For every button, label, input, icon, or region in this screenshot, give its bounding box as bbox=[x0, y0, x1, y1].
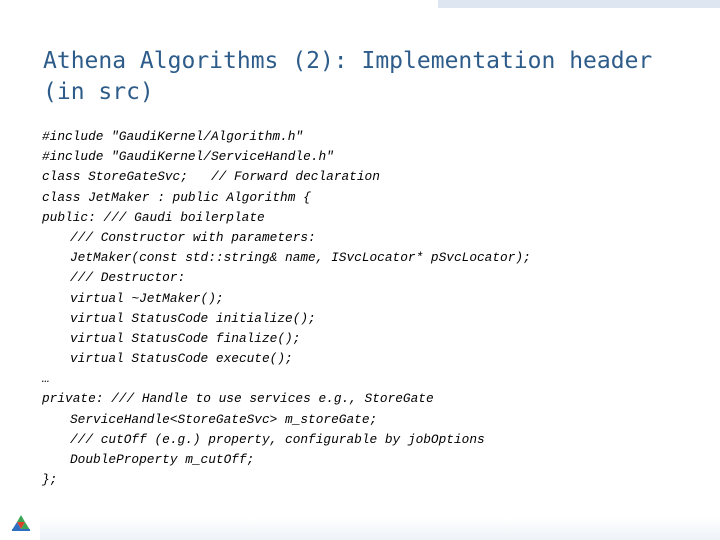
code-line: /// cutOff (e.g.) property, configurable… bbox=[70, 431, 485, 447]
code-line: /// Constructor with parameters: bbox=[70, 229, 316, 245]
slide-title: Athena Algorithms (2): Implementation he… bbox=[43, 48, 653, 105]
code-line: }; bbox=[42, 472, 58, 488]
code-line: class JetMaker : public Algorithm { bbox=[42, 189, 311, 205]
code-line: private: /// Handle to use services e.g.… bbox=[42, 391, 434, 407]
code-line: DoubleProperty m_cutOff; bbox=[70, 452, 255, 467]
code-line: virtual StatusCode execute(); bbox=[70, 351, 293, 367]
code-line: /// Destructor: bbox=[70, 270, 186, 286]
code-line: #include "GaudiKernel/ServiceHandle.h" bbox=[42, 149, 334, 165]
code-line: #include "GaudiKernel/Algorithm.h" bbox=[42, 129, 304, 144]
code-line: virtual StatusCode initialize(); bbox=[70, 310, 316, 326]
code-line: virtual ~JetMaker(); bbox=[70, 290, 224, 306]
code-line: public: /// Gaudi boilerplate bbox=[42, 209, 265, 225]
footer-bar bbox=[40, 518, 720, 540]
top-accent-bar bbox=[438, 0, 720, 8]
code-line: class StoreGateSvc; // Forward declarati… bbox=[42, 169, 380, 185]
triangle-logo-icon bbox=[11, 514, 31, 532]
code-block: #include "GaudiKernel/Algorithm.h" #inclu… bbox=[42, 127, 702, 490]
code-line: virtual StatusCode finalize(); bbox=[70, 330, 301, 346]
code-line: JetMaker(const std::string& name, ISvcLo… bbox=[70, 250, 531, 266]
code-line: … bbox=[42, 371, 50, 387]
code-line: ServiceHandle<StoreGateSvc> m_storeGate; bbox=[70, 411, 378, 427]
